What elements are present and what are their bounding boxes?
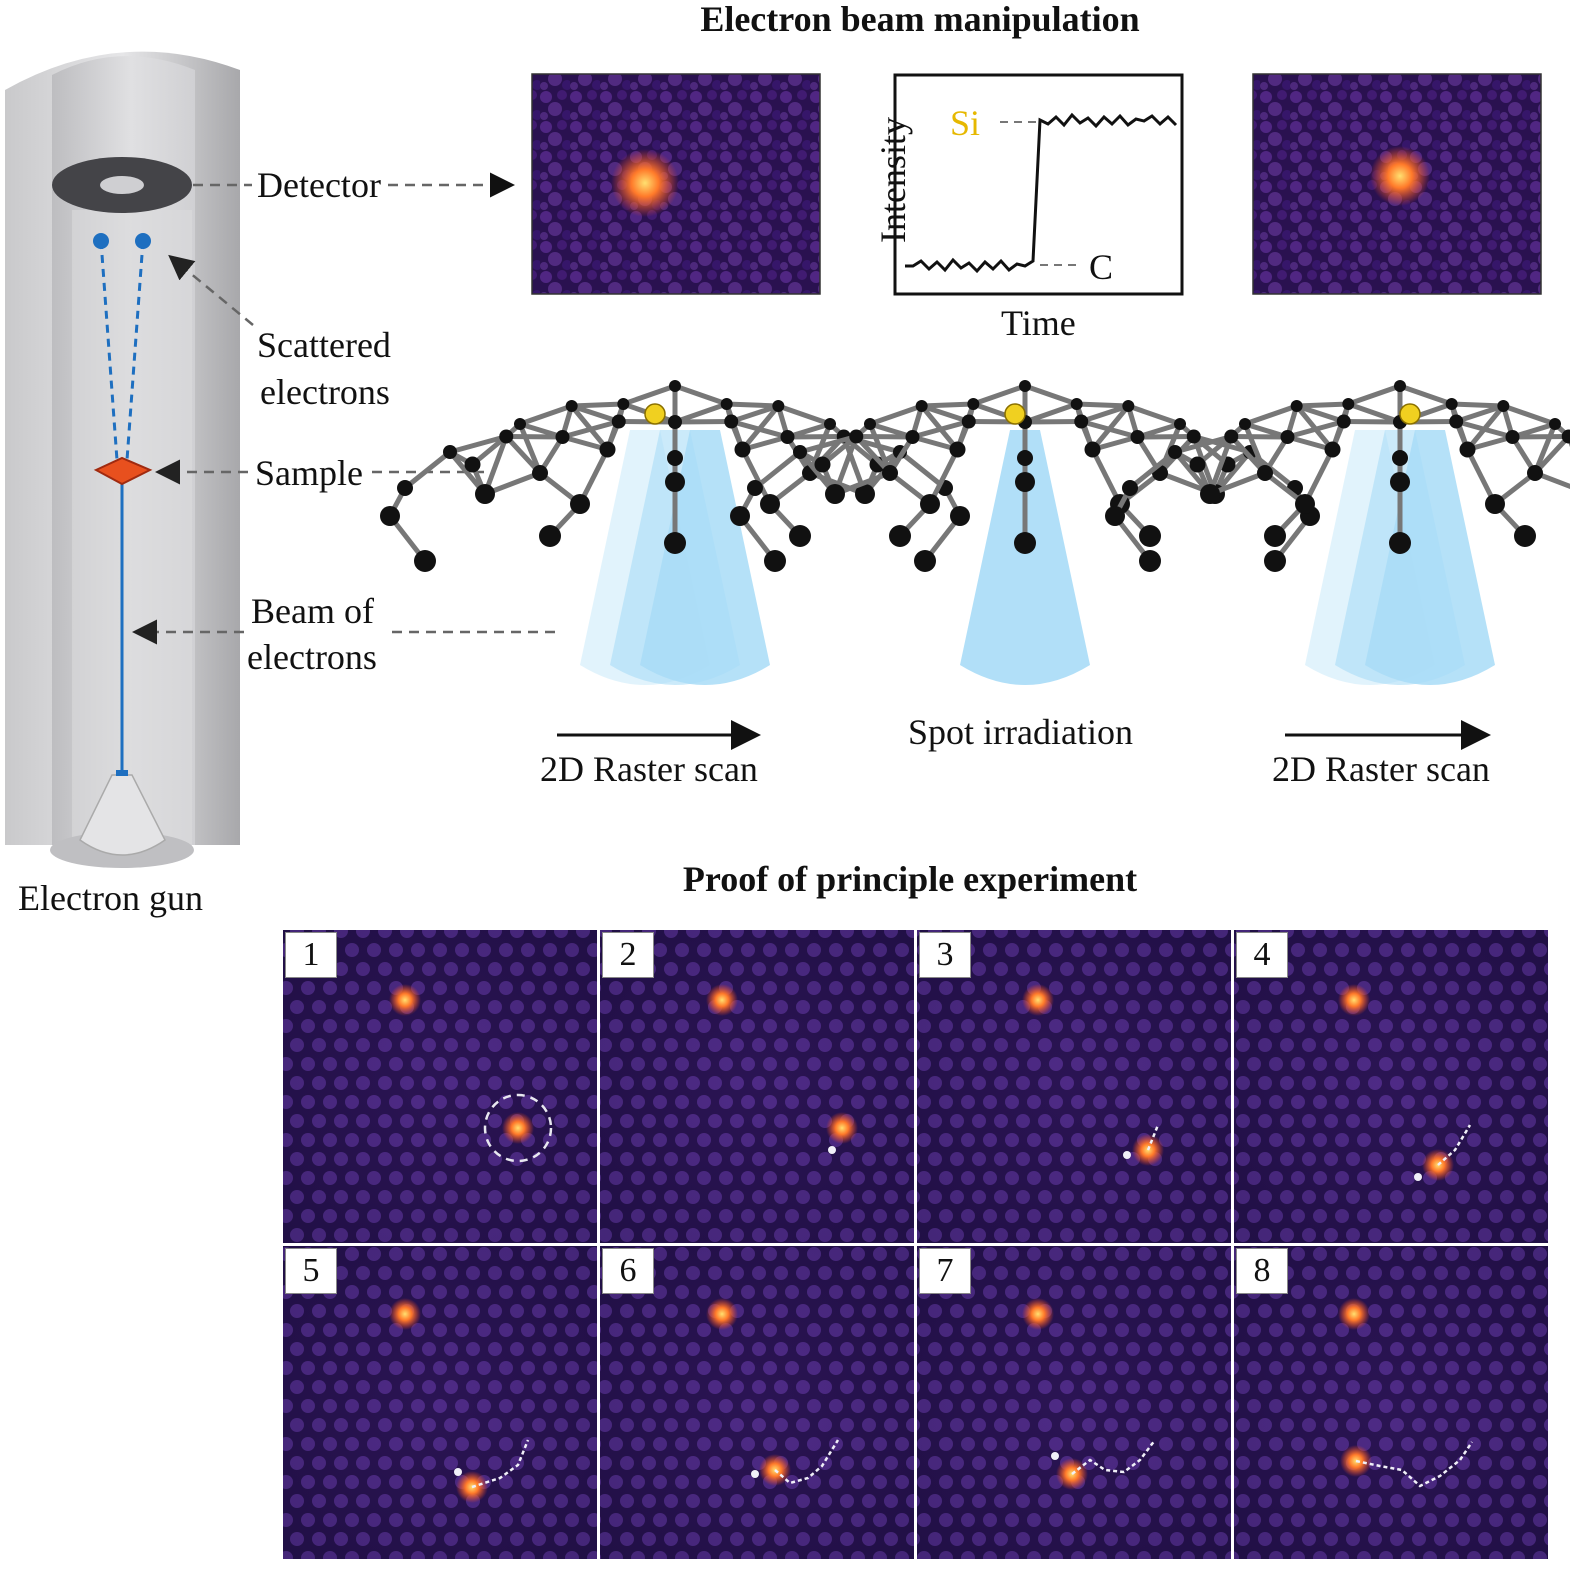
label-scattered-1: Scattered bbox=[257, 325, 391, 365]
panel-number-1: 1 bbox=[285, 932, 337, 978]
graphene-lattice-2 bbox=[730, 380, 1320, 685]
electron-gun-icon bbox=[79, 770, 166, 856]
proof-panel-8 bbox=[1234, 1246, 1548, 1559]
title-proof: Proof of principle experiment bbox=[682, 859, 1138, 899]
plot-xlabel: Time bbox=[1001, 303, 1076, 343]
reference-dopant bbox=[1338, 1298, 1370, 1330]
caption-spot: Spot irradiation bbox=[908, 712, 1133, 752]
microscope-column bbox=[5, 51, 240, 868]
graphene-lattice-1 bbox=[380, 380, 970, 685]
detector-icon bbox=[52, 157, 192, 213]
scattered-electrons-icon bbox=[93, 233, 151, 461]
proof-panel-4 bbox=[1234, 930, 1548, 1243]
trajectory-trail bbox=[1146, 1124, 1160, 1151]
proof-panel-3 bbox=[917, 930, 1231, 1243]
trajectory-trail bbox=[774, 1439, 840, 1485]
trajectory-trail bbox=[471, 1439, 530, 1489]
proof-panels bbox=[283, 930, 1548, 1559]
label-sample: Sample bbox=[255, 453, 363, 493]
stem-image-after bbox=[1252, 73, 1542, 295]
panel-number-8: 8 bbox=[1236, 1248, 1288, 1294]
proof-panel-1 bbox=[283, 930, 597, 1243]
trajectory-trail bbox=[1071, 1439, 1156, 1475]
reference-dopant bbox=[1022, 984, 1054, 1016]
electron-beam-cone bbox=[1365, 430, 1495, 685]
reference-dopant bbox=[706, 1298, 738, 1330]
proof-panel-5 bbox=[283, 1246, 597, 1559]
panel-number-7: 7 bbox=[919, 1248, 971, 1294]
reference-dopant bbox=[1022, 1298, 1054, 1330]
leader-lines bbox=[132, 172, 562, 645]
sample-icon bbox=[93, 456, 153, 486]
target-circle bbox=[483, 1093, 553, 1163]
stem-image-before bbox=[531, 73, 821, 295]
trajectory-trail bbox=[1355, 1441, 1474, 1488]
label-beam-1: Beam of bbox=[251, 591, 374, 631]
label-electron-gun: Electron gun bbox=[18, 878, 203, 918]
graphene-lattices bbox=[380, 380, 1570, 685]
trajectory-trail bbox=[1437, 1124, 1472, 1166]
label-detector: Detector bbox=[257, 165, 381, 205]
panel-number-5: 5 bbox=[285, 1248, 337, 1294]
proof-panel-7 bbox=[917, 1246, 1231, 1559]
title-manipulation: Electron beam manipulation bbox=[700, 0, 1140, 39]
plot-ylabel: Intensity bbox=[872, 117, 913, 244]
plot-label-c: C bbox=[1089, 247, 1114, 287]
silicon-atom bbox=[644, 403, 666, 425]
silicon-atom bbox=[1004, 403, 1026, 425]
reference-dopant bbox=[706, 984, 738, 1016]
electron-beam-cone bbox=[960, 430, 1090, 685]
electron-beam-cone bbox=[640, 430, 770, 685]
intensity-plot bbox=[893, 73, 1184, 296]
proof-panel-6 bbox=[600, 1246, 914, 1559]
caption-scan-right: 2D Raster scan bbox=[1272, 749, 1490, 789]
panel-number-6: 6 bbox=[602, 1248, 654, 1294]
label-beam-2: electrons bbox=[247, 637, 377, 677]
panel-number-3: 3 bbox=[919, 932, 971, 978]
silicon-atom bbox=[1399, 403, 1421, 425]
panel-number-2: 2 bbox=[602, 932, 654, 978]
moved-dopant bbox=[826, 1112, 858, 1144]
panel-number-4: 4 bbox=[1236, 932, 1288, 978]
proof-panel-2 bbox=[600, 930, 914, 1243]
label-scattered-2: electrons bbox=[260, 372, 390, 412]
reference-dopant bbox=[389, 1298, 421, 1330]
moved-dopant bbox=[502, 1112, 534, 1144]
intensity-trace bbox=[905, 112, 1178, 274]
reference-dopant bbox=[389, 984, 421, 1016]
caption-scan-left: 2D Raster scan bbox=[540, 749, 758, 789]
reference-dopant bbox=[1338, 984, 1370, 1016]
graphene-lattice-3 bbox=[1105, 380, 1570, 685]
plot-label-si: Si bbox=[950, 103, 981, 143]
